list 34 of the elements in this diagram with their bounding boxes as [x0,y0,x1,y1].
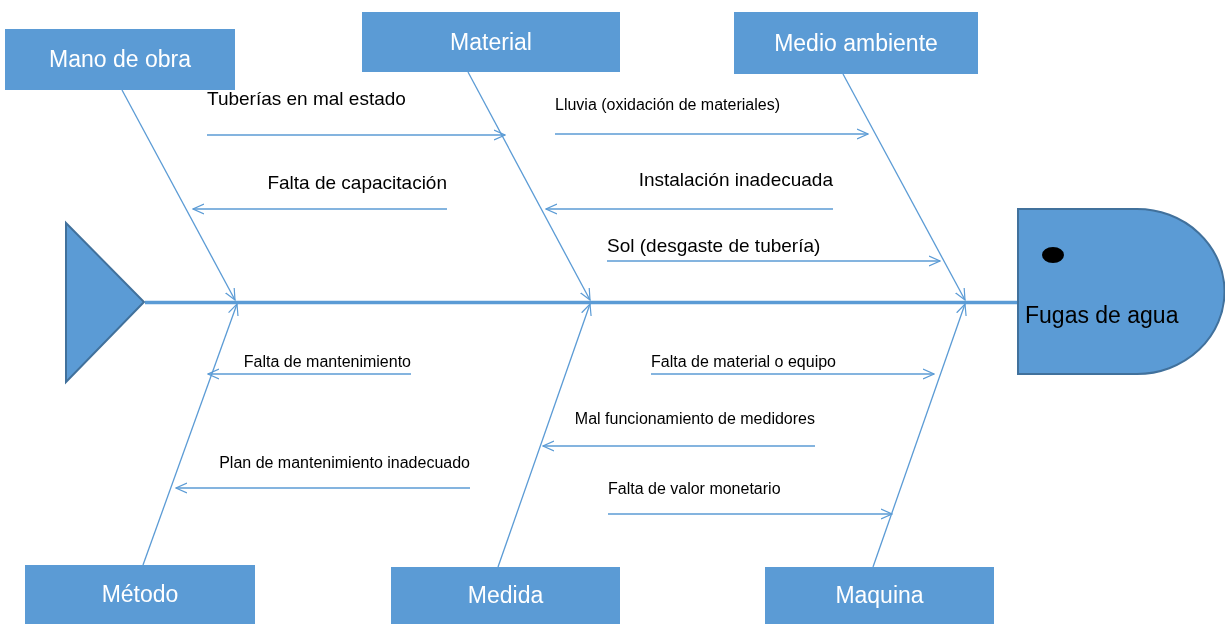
cause-arrow [175,482,471,494]
category-box: Medida [391,567,620,624]
cause-label: Tuberías en mal estado [207,88,406,110]
cause-label: Mal funcionamiento de medidores [574,410,815,429]
cause-label: Lluvia (oxidación de materiales) [555,96,780,115]
category-box: Material [362,12,620,72]
category-box: Método [25,565,255,624]
cause-arrow [542,440,816,452]
cause-arrow [554,128,869,140]
cause-label: Falta de material o equipo [651,353,836,372]
cause-label: Falta de capacitación [267,172,447,194]
cause-label: Plan de mantenimiento inadecuado [219,454,470,473]
cause-arrow [650,368,935,380]
cause-label: Sol (desgaste de tubería) [607,235,821,257]
cause-arrow [206,129,506,141]
category-box: Mano de obra [5,29,235,90]
effect-label: Fugas de agua [1025,302,1179,329]
bone-arrow [872,303,967,568]
cause-arrow [545,203,834,215]
bone-arrow [497,303,592,568]
cause-arrow [192,203,448,215]
cause-arrow [606,255,941,267]
cause-label: Falta de valor monetario [608,480,781,499]
bone-arrow [467,71,591,301]
bone-arrow [121,89,236,301]
cause-arrow [607,508,893,520]
category-box: Medio ambiente [734,12,978,74]
bone-arrow [842,73,966,301]
cause-label: Instalación inadecuada [638,169,833,191]
cause-arrow [207,368,412,380]
category-box: Maquina [765,567,994,624]
bone-arrow [142,303,239,566]
cause-label: Falta de mantenimiento [243,353,411,372]
spine-line [145,300,1017,305]
